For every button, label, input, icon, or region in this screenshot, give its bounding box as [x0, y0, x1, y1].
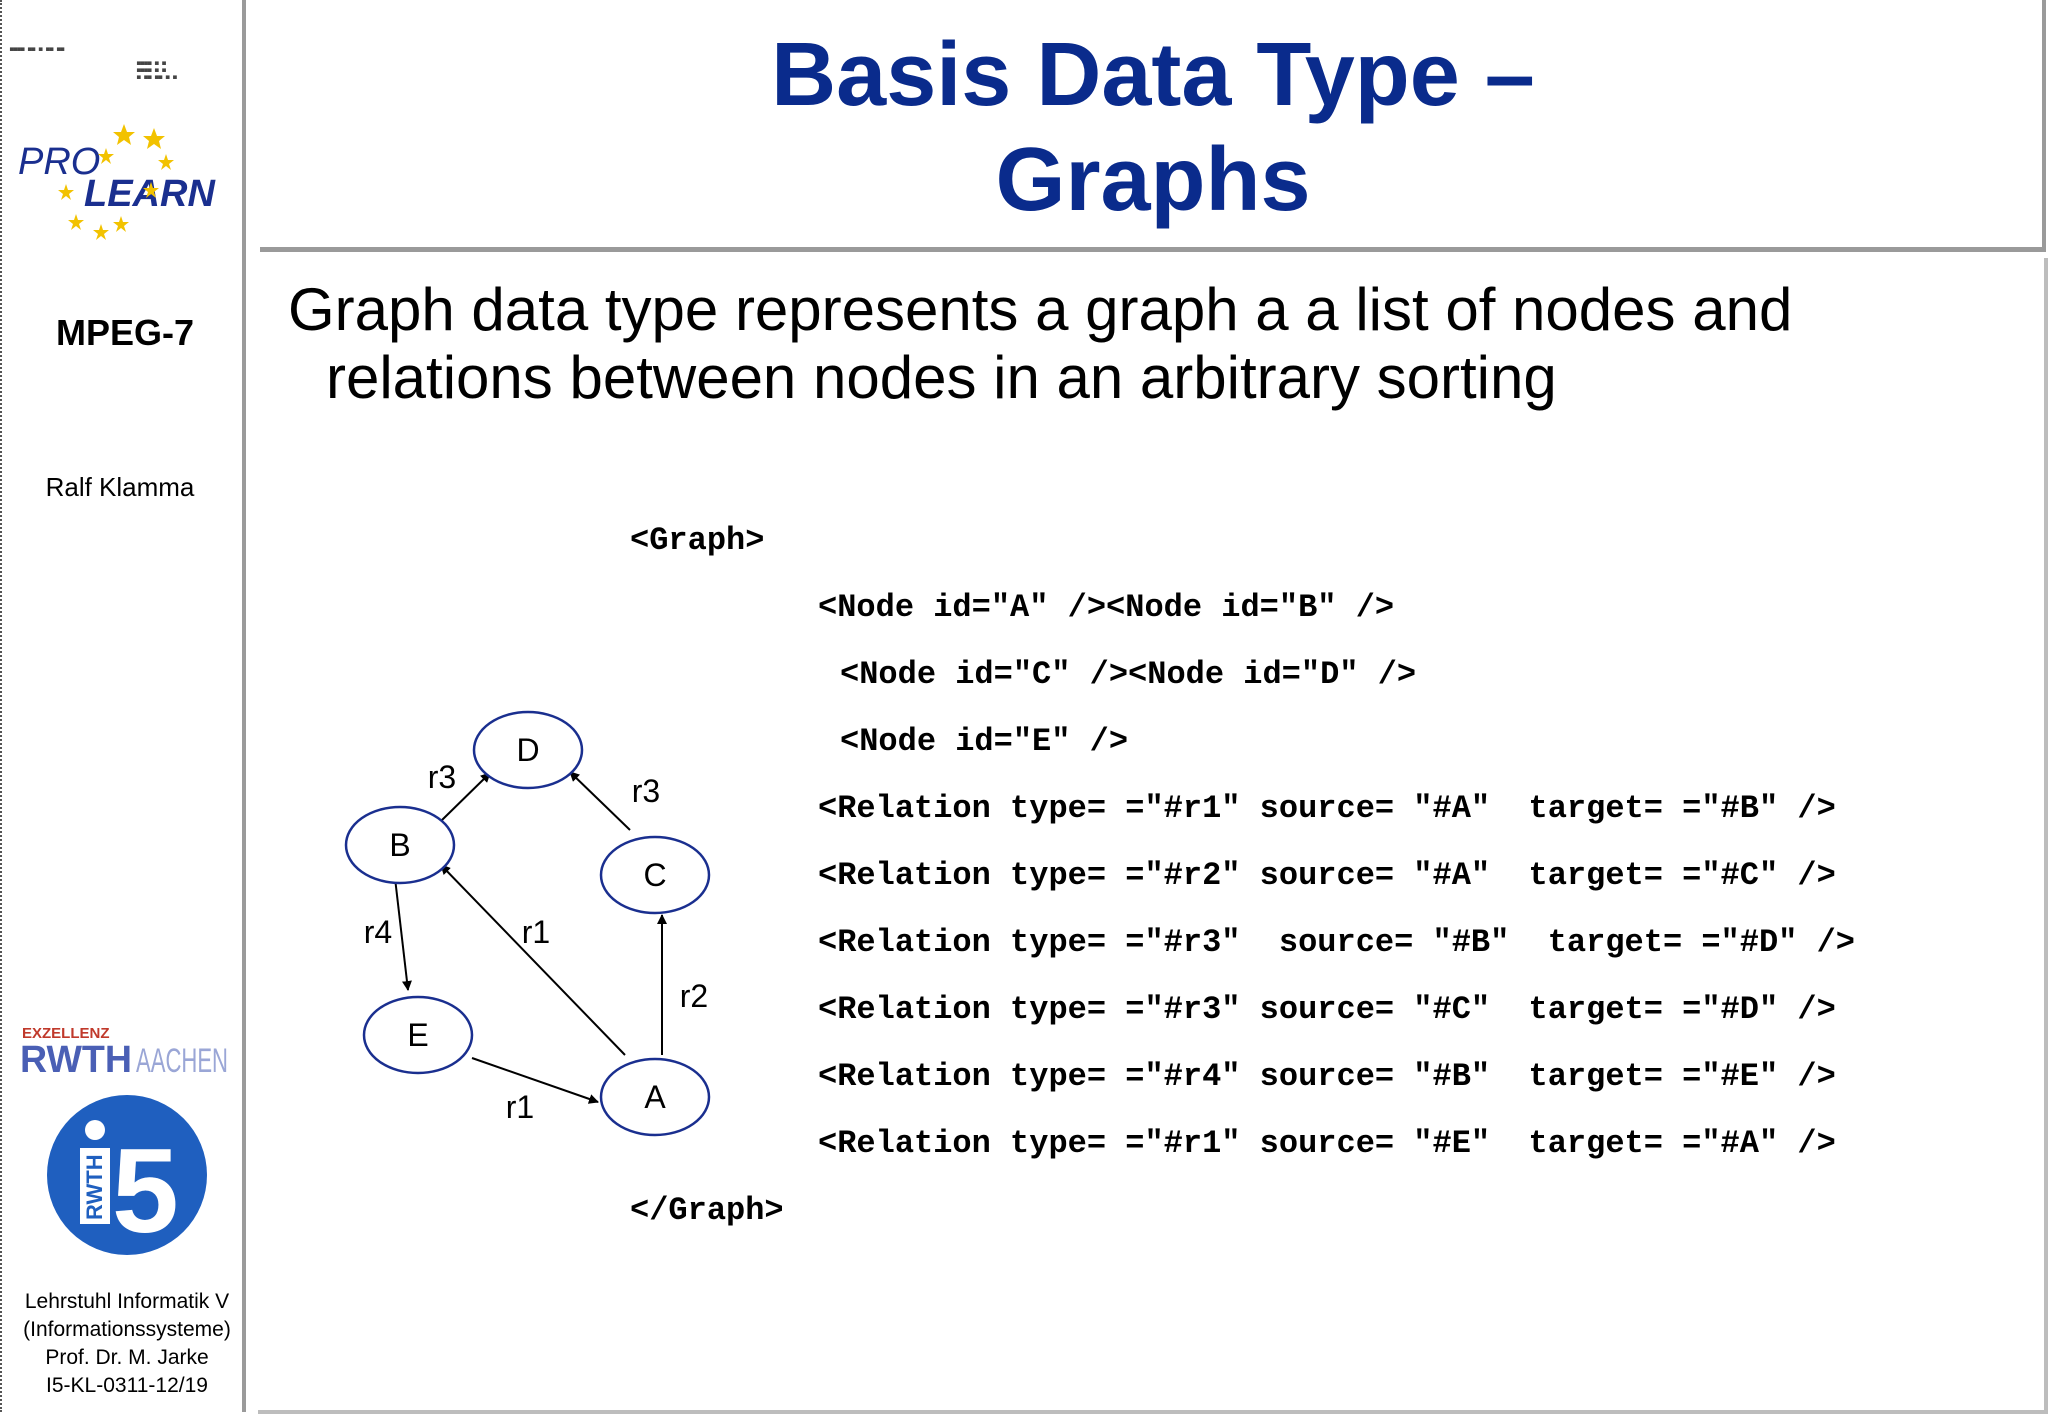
edge-b-d	[441, 772, 491, 821]
node-b-label: B	[389, 827, 410, 863]
edge-b-e-label: r4	[364, 914, 392, 950]
bullet-text: Graph data type represents a graph a a l…	[288, 276, 2028, 412]
edge-c-d-label: r3	[632, 773, 660, 809]
code-relation-line: <Relation type= ="#r1" source= "#A" targ…	[818, 790, 1836, 827]
bullet-line-1: Graph data type represents a graph a a l…	[288, 276, 1793, 343]
bullet-line-2: relations between nodes in an arbitrary …	[326, 344, 1557, 411]
code-node-line: <Node id="E" />	[840, 723, 1129, 760]
prolearn-logo-pro: PRO	[18, 141, 100, 183]
node-d-label: D	[516, 732, 539, 768]
node-a-label: A	[644, 1079, 666, 1115]
node-c-label: C	[643, 857, 666, 893]
footer-line-professor: Prof. Dr. M. Jarke	[45, 1346, 209, 1369]
node-a	[599, 1057, 711, 1137]
sidebar-mpeg-label: MPEG-7	[55, 312, 195, 353]
edge-b-d-label: r3	[428, 759, 456, 795]
edge-e-a-label: r1	[506, 1089, 534, 1125]
code-graph-close: </Graph>	[630, 1192, 784, 1229]
graph-nodes	[344, 710, 711, 1137]
rwth-logo-aachen: AACHEN	[136, 1042, 228, 1080]
prolearn-stars	[58, 124, 174, 240]
slide-title-line-2: Graphs	[995, 130, 1311, 230]
node-e-label: E	[407, 1017, 428, 1053]
edge-c-d	[569, 771, 631, 831]
footer-line-dept: (Informationssysteme)	[23, 1318, 231, 1341]
footer-line-chair: Lehrstuhl Informatik V	[24, 1290, 230, 1313]
i5-logo: RWTH 5	[47, 1095, 207, 1258]
edge-a-c-label: r2	[680, 978, 708, 1014]
edge-b-e	[394, 877, 412, 991]
graph-diagram: D B C E A r3 r3 r4 r1 r2 r1	[344, 710, 711, 1137]
sidebar: ▀▀▀▀ ▀▀ ▀ ▀▀ ▀▀ ▀▀▀▀ ▀ ▀ ▀▀▀▀ ▀ ▀ ▀ ▀▀ ▀…	[0, 0, 246, 1412]
i5-logo-rwth: RWTH	[82, 1154, 107, 1220]
edge-a-b-label: r1	[522, 914, 550, 950]
code-node-line: <Node id="C" /><Node id="D" />	[840, 656, 1417, 693]
header-fine-print: ▀▀▀▀ ▀ ▀ ▀▀▀▀ ▀ ▀ ▀ ▀▀ ▀▀ ▀ ▀	[137, 62, 177, 83]
code-node-line: <Node id="A" /><Node id="B" />	[818, 589, 1395, 626]
graph-edges	[394, 771, 667, 1104]
node-b	[344, 805, 456, 885]
code-relation-line: <Relation type= ="#r4" source= "#B" targ…	[818, 1058, 1836, 1095]
title-area: Basis Data Type – Graphs	[260, 0, 2046, 252]
rwth-logo-rwth: RWTH	[20, 1039, 132, 1080]
prolearn-logo: PRO LEARN	[18, 124, 216, 240]
content-area	[258, 258, 2048, 1414]
edge-e-a	[471, 1057, 599, 1104]
code-relation-line: <Relation type= ="#r3" source= "#C" targ…	[818, 991, 1836, 1028]
sidebar-footer: Lehrstuhl Informatik V (Informationssyst…	[2, 1288, 252, 1400]
node-d	[472, 710, 584, 790]
node-e	[362, 995, 474, 1075]
footer-line-id: I5-KL-0311-12/19	[46, 1374, 208, 1397]
rwth-aachen-logo: EXZELLENZ RWTH AACHEN	[20, 1025, 228, 1080]
slide-title-line-1: Basis Data Type –	[771, 25, 1535, 125]
node-c	[599, 835, 711, 915]
rwth-logo-exzellenz: EXZELLENZ	[22, 1025, 110, 1042]
i5-logo-digit: 5	[112, 1124, 179, 1258]
code-graph-open: <Graph>	[630, 522, 765, 559]
code-relation-line: <Relation type= ="#r2" source= "#A" targ…	[818, 857, 1836, 894]
code-relation-line: <Relation type= ="#r1" source= "#E" targ…	[818, 1125, 1836, 1162]
sidebar-author: Ralf Klamma	[45, 472, 195, 502]
header-fine-print: ▀▀▀▀ ▀▀ ▀ ▀▀ ▀▀	[10, 48, 65, 55]
code-relation-line: <Relation type= ="#r3" source= "#B" targ…	[818, 924, 1855, 961]
edge-a-b	[440, 864, 626, 1056]
